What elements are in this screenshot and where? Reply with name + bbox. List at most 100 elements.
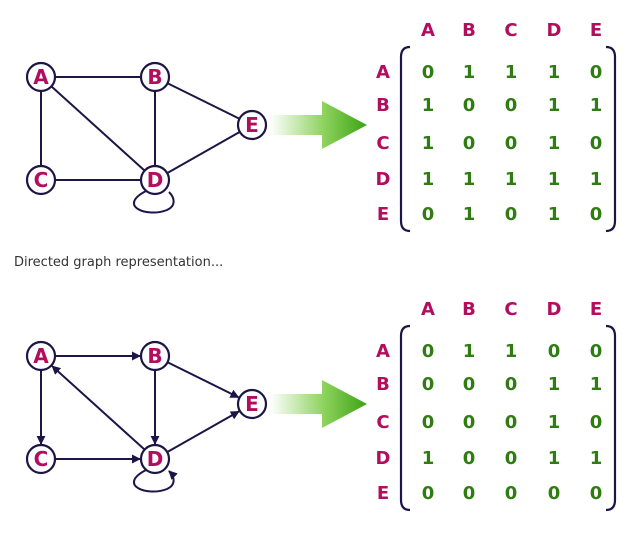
matrix-cell: 0 bbox=[548, 341, 561, 362]
matrix-cell: 1 bbox=[505, 169, 518, 190]
transform-arrow-icon bbox=[270, 380, 367, 428]
matrix-column-header: A bbox=[421, 20, 435, 41]
node-label: C bbox=[34, 447, 49, 471]
matrix-cell: 0 bbox=[590, 341, 603, 362]
matrix-cell: 1 bbox=[505, 341, 518, 362]
matrix-row-header: B bbox=[376, 374, 390, 395]
matrix-cell: 0 bbox=[463, 374, 476, 395]
edge-d-a bbox=[51, 365, 146, 451]
matrix-cell: 0 bbox=[505, 204, 518, 225]
matrix-cell: 1 bbox=[548, 62, 561, 83]
matrix-cell: 1 bbox=[590, 374, 603, 395]
matrix-cell: 1 bbox=[548, 374, 561, 395]
matrix-column-header: A bbox=[421, 299, 435, 320]
matrix-row-header: A bbox=[376, 341, 390, 362]
matrix-cell: 1 bbox=[463, 204, 476, 225]
node-label: B bbox=[147, 344, 162, 368]
matrix-cell: 1 bbox=[548, 448, 561, 469]
matrix-cell: 0 bbox=[505, 448, 518, 469]
matrix-cell: 0 bbox=[590, 412, 603, 433]
node-label: D bbox=[147, 447, 164, 471]
matrix-left-bracket bbox=[399, 324, 411, 512]
matrix-cell: 0 bbox=[422, 374, 435, 395]
node-a: A bbox=[25, 61, 57, 93]
matrix-cell: 1 bbox=[548, 204, 561, 225]
matrix-cell: 0 bbox=[422, 62, 435, 83]
matrix-row-header: D bbox=[376, 169, 391, 190]
matrix-cell: 1 bbox=[590, 448, 603, 469]
matrix-cell: 1 bbox=[548, 169, 561, 190]
matrix-cell: 0 bbox=[463, 483, 476, 504]
matrix-column-header: E bbox=[590, 20, 602, 41]
matrix-cell: 1 bbox=[590, 169, 603, 190]
node-d: D bbox=[139, 443, 171, 475]
node-c: C bbox=[25, 443, 57, 475]
self-loop-edge-d bbox=[133, 190, 175, 214]
matrix-cell: 0 bbox=[590, 483, 603, 504]
matrix-cell: 0 bbox=[463, 133, 476, 154]
matrix-cell: 0 bbox=[422, 412, 435, 433]
matrix-cell: 1 bbox=[548, 95, 561, 116]
matrix-cell: 1 bbox=[505, 62, 518, 83]
edge-d-e bbox=[166, 410, 240, 453]
matrix-row-header: E bbox=[377, 204, 389, 225]
node-label: A bbox=[33, 65, 49, 89]
node-label: B bbox=[147, 65, 162, 89]
matrix-cell: 0 bbox=[463, 412, 476, 433]
edge-b-e bbox=[167, 361, 240, 399]
matrix-cell: 1 bbox=[548, 412, 561, 433]
matrix-row-header: E bbox=[377, 483, 389, 504]
matrix-right-bracket bbox=[605, 45, 617, 233]
node-c: C bbox=[25, 164, 57, 196]
edge-d-e bbox=[166, 131, 241, 174]
node-a: A bbox=[25, 340, 57, 372]
matrix-row-header: C bbox=[376, 133, 389, 154]
transform-arrow-icon bbox=[270, 101, 367, 149]
matrix-cell: 0 bbox=[590, 62, 603, 83]
self-loop-edge-d bbox=[133, 469, 178, 493]
matrix-cell: 1 bbox=[463, 169, 476, 190]
matrix-column-header: B bbox=[462, 20, 476, 41]
matrix-cell: 0 bbox=[505, 374, 518, 395]
matrix-column-header: C bbox=[504, 20, 517, 41]
node-label: C bbox=[34, 168, 49, 192]
matrix-cell: 1 bbox=[422, 95, 435, 116]
matrix-cell: 0 bbox=[548, 483, 561, 504]
matrix-column-header: B bbox=[462, 299, 476, 320]
edge-a-d bbox=[50, 85, 146, 172]
node-label: E bbox=[245, 113, 259, 137]
matrix-cell: 1 bbox=[422, 448, 435, 469]
matrix-column-header: D bbox=[547, 299, 562, 320]
matrix-row-header: C bbox=[376, 412, 389, 433]
node-b: B bbox=[139, 61, 171, 93]
matrix-cell: 0 bbox=[463, 448, 476, 469]
node-label: E bbox=[245, 392, 259, 416]
matrix-cell: 0 bbox=[590, 133, 603, 154]
node-d: D bbox=[139, 164, 171, 196]
node-label: D bbox=[147, 168, 164, 192]
section-caption: Directed graph representation... bbox=[14, 255, 224, 270]
matrix-cell: 0 bbox=[505, 483, 518, 504]
matrix-cell: 0 bbox=[505, 133, 518, 154]
matrix-cell: 0 bbox=[505, 412, 518, 433]
matrix-column-header: C bbox=[504, 299, 517, 320]
node-b: B bbox=[139, 340, 171, 372]
matrix-cell: 0 bbox=[463, 95, 476, 116]
matrix-row-header: A bbox=[376, 62, 390, 83]
matrix-right-bracket bbox=[605, 324, 617, 512]
node-e: E bbox=[236, 388, 268, 420]
matrix-cell: 0 bbox=[422, 341, 435, 362]
node-label: A bbox=[33, 344, 49, 368]
matrix-cell: 1 bbox=[422, 169, 435, 190]
matrix-row-header: D bbox=[376, 448, 391, 469]
edge-b-e bbox=[167, 82, 240, 120]
matrix-cell: 1 bbox=[463, 341, 476, 362]
matrix-cell: 0 bbox=[590, 204, 603, 225]
matrix-cell: 1 bbox=[548, 133, 561, 154]
matrix-left-bracket bbox=[399, 45, 411, 233]
matrix-column-header: D bbox=[547, 20, 562, 41]
matrix-cell: 1 bbox=[590, 95, 603, 116]
